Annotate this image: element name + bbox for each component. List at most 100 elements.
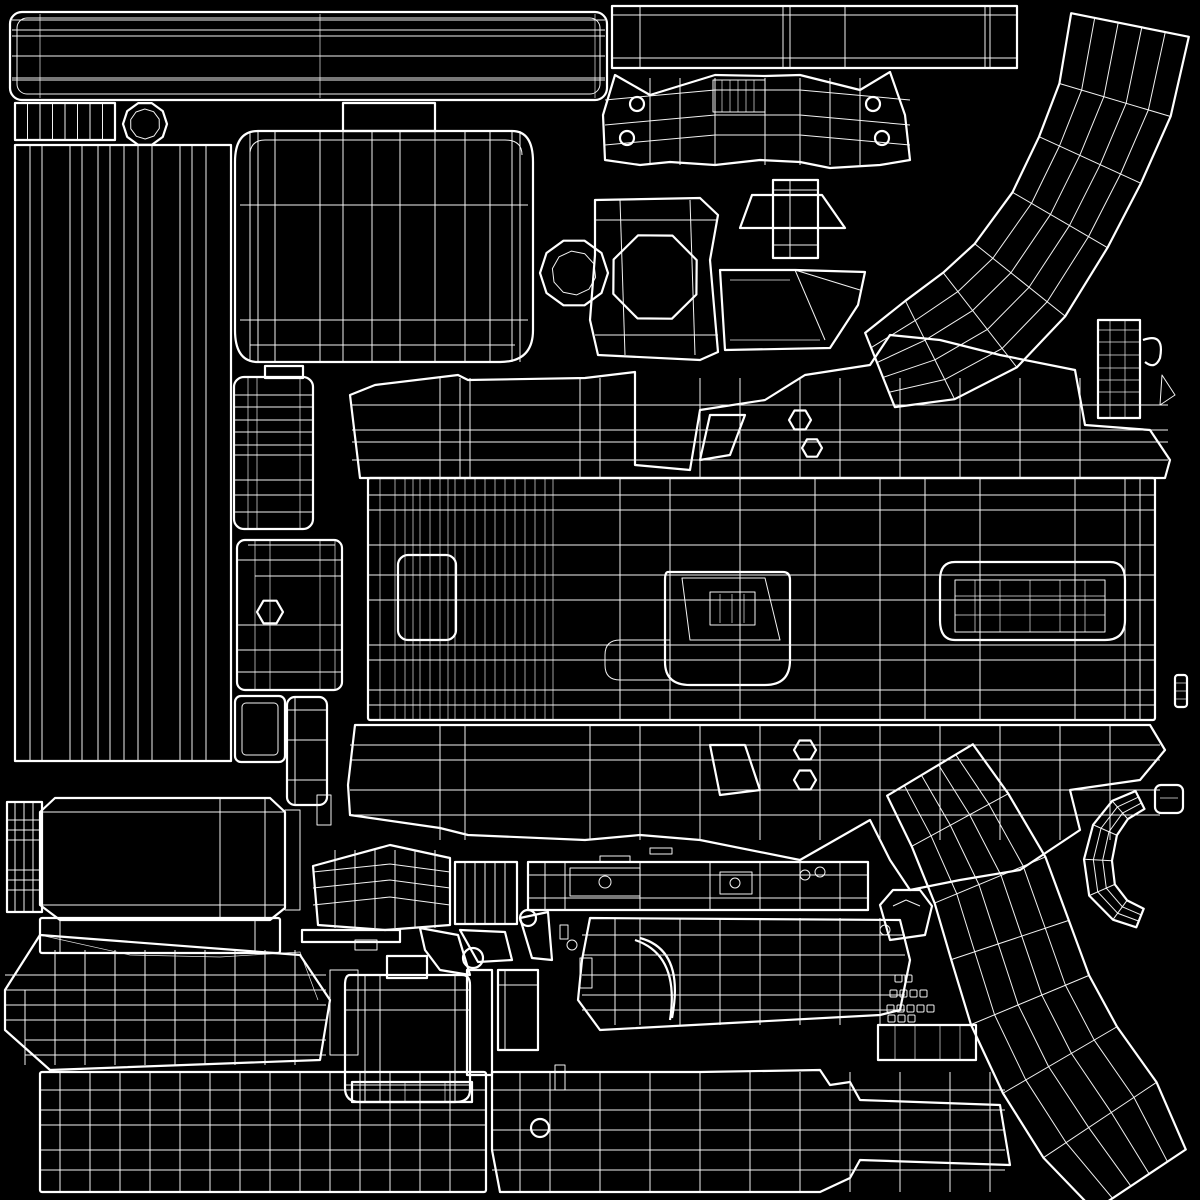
handguard-mid-island bbox=[576, 916, 978, 1062]
rounded-block-island-path bbox=[240, 204, 528, 346]
tiny-parts-island-polygon bbox=[418, 926, 472, 977]
handguard-mid-island-rect bbox=[907, 1014, 916, 1023]
receiver-lower-island-polygon bbox=[792, 739, 818, 761]
curved-grip-lower-island-line bbox=[970, 974, 1090, 1026]
tiny-parts-island-polygon bbox=[518, 910, 554, 962]
bracket-island-polyline bbox=[604, 89, 911, 101]
bracket-island-polygon bbox=[601, 70, 912, 170]
bolt-carrier-island-rect bbox=[526, 860, 870, 912]
box-left-island-rect bbox=[284, 809, 301, 911]
box-left-island-polygon bbox=[38, 796, 287, 922]
bolt-carrier-island bbox=[526, 847, 870, 912]
curved-stock-upper-island-line bbox=[1012, 191, 1108, 249]
right-small-parts-island-rect bbox=[1153, 783, 1185, 815]
receiver-lower-island bbox=[346, 723, 1167, 892]
top-rail-island bbox=[610, 4, 1019, 70]
curved-stock-upper-island-polyline bbox=[870, 17, 1096, 349]
hex-collar-island-line bbox=[689, 199, 696, 356]
vertical-grid-small-island bbox=[453, 860, 519, 926]
curved-stock-upper-island-line bbox=[942, 272, 1018, 368]
small-pair-island-rect bbox=[241, 702, 279, 756]
handguard-mid-island-rect bbox=[926, 1004, 935, 1013]
curved-grip-lower-island-polygon bbox=[886, 743, 1187, 1200]
wedge-block-island-polyline bbox=[794, 269, 861, 291]
curved-stock-upper-island bbox=[864, 12, 1190, 409]
curved-stock-upper-island-polygon bbox=[864, 12, 1190, 409]
box-left-island-rect bbox=[316, 794, 332, 826]
octagon-nut-island-polygon bbox=[130, 108, 160, 140]
handguard-mid-island-rect bbox=[894, 974, 903, 983]
rounded-block-island-path bbox=[233, 129, 535, 364]
curved-grip-lower-island-line bbox=[911, 793, 1009, 847]
cylinder-bottom-island bbox=[329, 954, 474, 1104]
handguard-mid-island-rect bbox=[897, 1014, 906, 1023]
bolt-carrier-island-rect bbox=[569, 867, 641, 897]
handguard-mid-island-rect bbox=[876, 1023, 978, 1062]
bracket-island-circle bbox=[628, 95, 646, 113]
cylinder-bottom-island-rect bbox=[329, 969, 359, 1056]
receiver-upper-island-polygon bbox=[787, 409, 813, 431]
curved-hook-island-polyline bbox=[1102, 802, 1142, 916]
bolt-carrier-island-circle bbox=[598, 875, 612, 889]
lower-left-mesh-island bbox=[3, 933, 332, 1072]
hex-collar-island-polygon bbox=[612, 234, 698, 320]
receiver-main-island-polygon bbox=[709, 591, 756, 626]
side-slabs-island bbox=[465, 968, 566, 1091]
bracket-island-polyline bbox=[604, 134, 911, 146]
handguard-mid-island-rect bbox=[906, 1004, 915, 1013]
curved-grip-lower-island-polyline bbox=[938, 764, 1150, 1175]
bracket-island-circle bbox=[618, 129, 636, 147]
octagon-nut-island bbox=[121, 101, 169, 146]
cylinder-left-island-rect bbox=[232, 375, 315, 531]
receiver-lower-island-polygon bbox=[792, 769, 818, 791]
uv-islands bbox=[3, 4, 1190, 1200]
curved-stock-upper-island-polyline bbox=[876, 22, 1119, 364]
curved-grip-lower-island bbox=[886, 743, 1187, 1200]
hex-collar-island-line bbox=[619, 199, 626, 356]
bolt-carrier-island-circle bbox=[729, 877, 741, 889]
lower-left-mesh-island-polyline bbox=[39, 934, 319, 1001]
wedge-block-island bbox=[718, 268, 867, 352]
curved-grip-lower-island-line bbox=[1002, 1026, 1118, 1094]
rounded-block-island bbox=[233, 101, 535, 364]
wedge-small-island-polygon bbox=[738, 193, 847, 230]
tiny-parts-island-polygon bbox=[458, 928, 514, 964]
bottom-strip-island-rect bbox=[38, 1070, 488, 1194]
forearm-bottom-island-circle bbox=[529, 1117, 551, 1139]
curved-grip-lower-island-line bbox=[1043, 1081, 1157, 1159]
bolt-carrier-island-rect bbox=[599, 855, 631, 863]
handguard-mid-island-rect bbox=[887, 1014, 896, 1023]
receiver-main-island-path bbox=[938, 560, 1127, 642]
curved-patch-island-polyline bbox=[312, 879, 451, 889]
right-small-parts-island-rect bbox=[1096, 318, 1142, 420]
tall-strip-island-rect bbox=[13, 143, 233, 763]
small-pair-island bbox=[233, 694, 329, 807]
small-grid-island-polygon bbox=[13, 101, 117, 142]
receiver-upper-island-polygon bbox=[698, 413, 747, 462]
handguard-mid-island-rect bbox=[886, 1004, 895, 1013]
claw-island-polyline bbox=[892, 899, 921, 907]
curved-hook-island-polygon bbox=[1082, 789, 1146, 929]
handguard-mid-island-path bbox=[639, 936, 676, 1019]
curved-patch-island-polygon bbox=[311, 843, 452, 932]
handguard-mid-island-rect bbox=[909, 989, 918, 998]
receiver-main-island-path bbox=[604, 639, 671, 681]
vertical-grid-small-island-rect bbox=[453, 860, 519, 926]
receiver-lower-island-polygon bbox=[708, 743, 762, 797]
bracket-island bbox=[601, 70, 912, 170]
hex-bolt-island-rect bbox=[235, 538, 344, 692]
tiny-parts-island-circle bbox=[461, 946, 485, 970]
top-bar-island bbox=[8, 10, 609, 102]
side-slabs-island-rect bbox=[465, 968, 494, 1077]
curved-stock-upper-island-polyline bbox=[888, 31, 1166, 393]
octagon-ring-island-polygon bbox=[538, 239, 610, 307]
handguard-mid-island-rect bbox=[904, 974, 913, 983]
handguard-mid-island-rect bbox=[899, 989, 908, 998]
curved-stock-upper-island-line bbox=[1038, 136, 1142, 184]
t-bar-island-rect bbox=[300, 928, 402, 944]
receiver-upper-island-polygon bbox=[348, 333, 1172, 480]
cylinder-bottom-island-rect bbox=[385, 954, 429, 980]
cylinder-bottom-island-rect bbox=[350, 1080, 474, 1104]
receiver-main-island-polygon bbox=[681, 577, 781, 641]
